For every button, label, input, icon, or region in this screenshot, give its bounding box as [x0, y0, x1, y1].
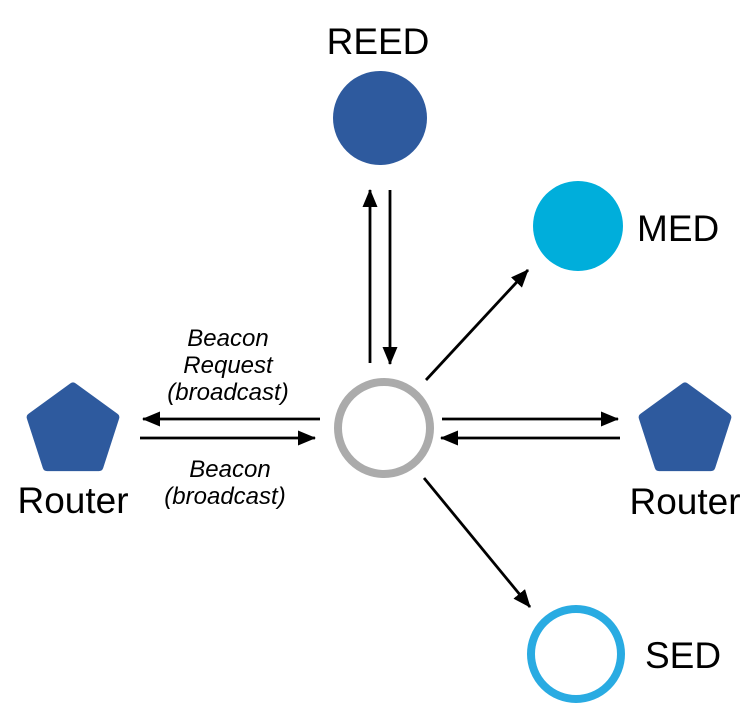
node-med: MED — [533, 181, 719, 271]
med-label: MED — [637, 208, 719, 249]
beacon-request-line3: (broadcast) — [167, 379, 288, 406]
node-router-right: Router — [629, 382, 741, 522]
router-left-label: Router — [17, 480, 128, 521]
node-sed: SED — [527, 605, 721, 703]
node-reed: REED — [327, 21, 430, 165]
joiner-circle-icon — [334, 378, 434, 478]
router-right-pentagon-icon — [638, 382, 732, 472]
sed-circle-icon — [527, 605, 625, 703]
beacon-line2: (broadcast) — [164, 483, 285, 510]
arrow-center-to-sed — [422, 477, 532, 608]
sed-label: SED — [645, 635, 721, 676]
beacon-request-line1: Beacon — [187, 325, 268, 352]
node-joiner — [334, 378, 434, 478]
beacon-request-line2: Request — [183, 352, 274, 379]
arrow-center-to-med — [424, 269, 530, 381]
reed-circle-icon — [333, 71, 427, 165]
router-left-pentagon-icon — [26, 382, 120, 472]
beacon-request-annotation: Beacon Request (broadcast) — [167, 325, 288, 406]
router-right-label: Router — [629, 481, 740, 522]
med-circle-icon — [533, 181, 623, 271]
beacon-annotation: Beacon (broadcast) — [164, 456, 285, 510]
beacon-line1: Beacon — [189, 456, 270, 483]
reed-label: REED — [327, 21, 430, 62]
node-router-left: Router — [17, 382, 129, 521]
